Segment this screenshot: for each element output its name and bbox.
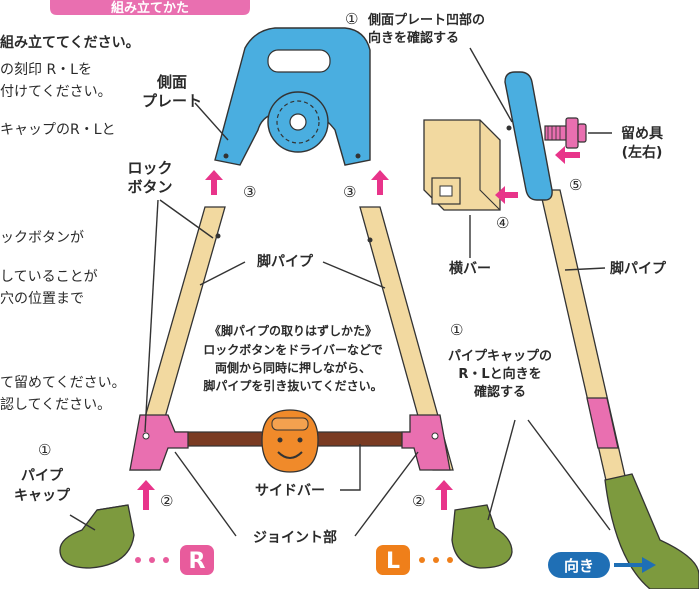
step-number: ⑤ [569,176,582,194]
detail-leg-pipe-label: 脚パイプ [610,261,667,277]
pipe-cap-check-label: パイプキャップの R・Lと向きを 確認する [448,349,552,400]
detail-side-plate [504,71,553,201]
left-pipe-cap [59,504,135,569]
insert-arrow-left-bottom [137,480,155,510]
leader-line [487,419,516,521]
svg-text:確認する: 確認する [474,384,526,400]
step-number: ④ [496,214,509,232]
side-plate-label: 側面 プレート [142,73,202,110]
pipe-cap-label: パイプ キャップ [14,468,71,504]
right-leg-pipe [359,206,454,471]
removal-instructions: 《脚パイプの取りはずしかた》 ロックボタンをドライバーなどで 両側から同時に押し… [203,323,383,393]
right-pipe-cap [451,504,513,569]
leader-line [527,419,611,531]
side-bar-label: サイドバー [255,483,325,499]
header-title: 組み立てかた [111,0,189,16]
svg-text:留め具: 留め具 [621,125,663,142]
svg-text:側面: 側面 [156,73,187,91]
side-bar-face [261,409,319,473]
svg-text:パイプ: パイプ [21,468,64,484]
insert-arrow-right-bottom [435,480,453,510]
svg-text:プレート: プレート [142,92,202,110]
leader-line [194,102,229,141]
detail-leg-pipe [539,189,699,589]
header-tab: 組み立てかた [50,0,250,16]
insert-arrow-right-top [371,170,389,195]
svg-text:ロックボタンをドライバーなどで: ロックボタンをドライバーなどで [203,342,383,357]
leader-line [159,199,214,239]
joint-label: ジョイント部 [253,529,337,546]
left-joint [129,414,189,471]
leader-line [199,261,246,286]
step-number: ③ [243,183,256,201]
step-number: ① [38,441,51,459]
svg-text:キャップ: キャップ [14,488,71,504]
leader-line [354,451,419,537]
leg-pipe-label: 脚パイプ [257,254,314,270]
instruction-line: ックボタンが [0,230,84,246]
svg-text:パイプキャップの: パイプキャップの [448,349,552,364]
svg-text:(左右): (左右) [622,144,663,161]
leader-line [174,451,237,537]
side-plate [214,27,371,166]
instruction-line: 認してください。 [0,397,111,413]
svg-text:R・Lと向きを: R・Lと向きを [458,366,541,382]
detail-arrow-fastener [555,146,580,164]
svg-text:側面プレート凹部の: 側面プレート凹部の [367,12,485,28]
fastener-label: 留め具 (左右) [621,125,663,161]
step-number: ① [450,321,463,339]
svg-text:脚パイプを引き抜いてください。: 脚パイプを引き抜いてください。 [203,378,382,393]
step-number: ② [412,492,425,510]
svg-text:両側から同時に押しながら、: 両側から同時に押しながら、 [215,360,371,375]
horizontal-bar-label: 横バー [449,260,491,277]
left-instructions: 組み立ててください。 の刻印 R・Lを 付けてください。 キャップのR・Lと ッ… [0,34,140,413]
step-number: ① [345,10,358,28]
svg-text:ボタン: ボタン [127,178,172,196]
leader-line [564,267,606,271]
leader-line [69,514,96,531]
fastener [544,117,587,149]
leader-line [340,444,361,491]
direction-badge: 向き [548,552,656,578]
insert-arrow-left-top [205,170,223,195]
instruction-line: していることが [0,269,98,285]
step-number: ③ [343,183,356,201]
right-joint [401,414,451,471]
left-side-badge: L [376,545,453,575]
right-side-badge: R [135,545,214,575]
instruction-line: キャップのR・Lと [0,122,116,138]
svg-text:向きを確認する: 向きを確認する [368,30,459,46]
instruction-line: て留めてください。 [0,375,126,391]
step-number: ② [160,492,173,510]
instruction-line: 穴の位置まで [0,291,84,307]
detail-arrow-bar [495,186,518,204]
leader-line [469,47,513,123]
leader-line [322,261,386,289]
leader-line [144,199,159,433]
instruction-line: 付けてください。 [0,84,112,100]
side-plate-check-label: 側面プレート凹部の 向きを確認する [367,12,485,46]
left-letter: L [386,549,400,574]
direction-label: 向き [564,557,594,575]
lock-button-label: ロック ボタン [127,159,172,196]
svg-text:《脚パイプの取りはずしかた》: 《脚パイプの取りはずしかた》 [209,323,377,338]
horizontal-bar [423,119,501,211]
instruction-line: の刻印 R・Lを [0,62,92,78]
instruction-line: 組み立ててください。 [0,34,140,51]
right-letter: R [189,549,206,574]
svg-text:ロック: ロック [127,159,172,177]
